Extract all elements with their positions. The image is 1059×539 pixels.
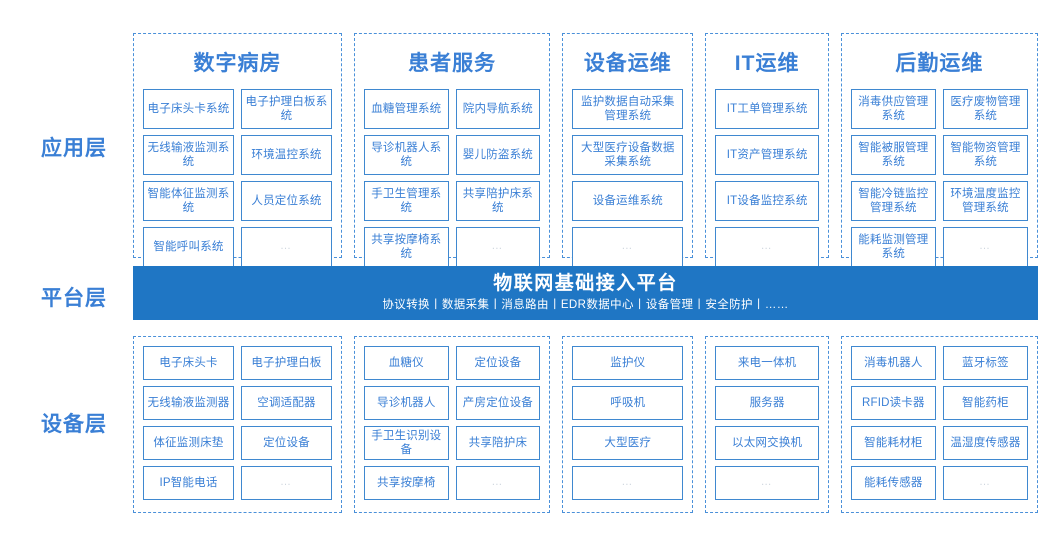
device-item[interactable]: 呼吸机 (572, 386, 684, 420)
application-item[interactable]: 智能体征监测系统 (143, 181, 234, 221)
device-item[interactable]: 共享按摩椅 (364, 466, 449, 500)
application-group-items: IT工单管理系统 IT资产管理系统 IT设备监控系统 … (715, 89, 819, 267)
layer-label-platform: 平台层 (41, 287, 107, 310)
application-item[interactable]: IT资产管理系统 (715, 135, 819, 175)
application-item-ellipsis[interactable]: … (572, 227, 684, 267)
device-item[interactable]: 定位设备 (455, 346, 541, 380)
device-item[interactable]: IP智能电话 (143, 466, 234, 500)
application-item[interactable]: 电子护理白板系统 (241, 89, 332, 129)
application-item[interactable]: 智能物资管理系统 (942, 135, 1028, 175)
application-item[interactable]: 院内导航系统 (455, 89, 541, 129)
application-item[interactable]: 共享按摩椅系统 (364, 227, 449, 267)
application-item[interactable]: 设备运维系统 (572, 181, 684, 221)
application-item[interactable]: 手卫生管理系统 (364, 181, 449, 221)
device-item[interactable]: 蓝牙标签 (942, 346, 1028, 380)
application-item[interactable]: 能耗监测管理系统 (850, 227, 936, 267)
platform-title: 物联网基础接入平台 (493, 273, 678, 295)
device-item[interactable]: 导诊机器人 (364, 386, 449, 420)
application-item-ellipsis[interactable]: … (715, 227, 819, 267)
application-group-title: IT运维 (734, 52, 800, 75)
device-group-2: 血糖仪定位设备导诊机器人产房定位设备手卫生识别设备共享陪护床共享按摩椅… (354, 336, 551, 513)
application-item[interactable]: 智能被服管理系统 (850, 135, 936, 175)
platform-subtitle: 协议转换丨数据采集丨消息路由丨EDR数据中心丨设备管理丨安全防护丨…… (382, 299, 789, 312)
device-item-ellipsis[interactable]: … (455, 466, 541, 500)
device-item[interactable]: 智能耗材柜 (850, 426, 936, 460)
application-layer: 数字病房电子床头卡系统电子护理白板系统无线输液监测系统环境温控系统智能体征监测系… (133, 33, 1038, 267)
device-item[interactable]: 温湿度传感器 (942, 426, 1028, 460)
application-group-title: 后勤运维 (895, 52, 984, 75)
device-item-ellipsis[interactable]: … (241, 466, 332, 500)
application-item[interactable]: 大型医疗设备数据采集系统 (572, 135, 684, 175)
device-item[interactable]: 消毒机器人 (850, 346, 936, 380)
device-item[interactable]: 监护仪 (572, 346, 684, 380)
device-item[interactable]: 电子护理白板 (241, 346, 332, 380)
application-item[interactable]: 监护数据自动采集管理系统 (572, 89, 684, 129)
application-item[interactable]: 消毒供应管理系统 (850, 89, 936, 129)
application-item[interactable]: 导诊机器人系统 (364, 135, 449, 175)
application-group-3: 设备运维监护数据自动采集管理系统大型医疗设备数据采集系统设备运维系统 … (562, 33, 694, 267)
application-item[interactable]: IT工单管理系统 (715, 89, 819, 129)
application-group-2: 患者服务血糖管理系统院内导航系统导诊机器人系统婴儿防盗系统手卫生管理系统共享陪护… (354, 33, 551, 267)
device-item-ellipsis[interactable]: … (715, 466, 819, 500)
application-group-title: 数字病房 (193, 52, 282, 75)
device-item[interactable]: 血糖仪 (364, 346, 449, 380)
device-item[interactable]: 电子床头卡 (143, 346, 234, 380)
device-group-4: 来电一体机服务器以太网交换机 … (705, 336, 829, 513)
application-group-items: 消毒供应管理系统医疗废物管理系统智能被服管理系统智能物资管理系统智能冷链监控管理… (850, 89, 1028, 267)
device-item[interactable]: 手卫生识别设备 (364, 426, 449, 460)
application-item[interactable]: 医疗废物管理系统 (942, 89, 1028, 129)
application-item[interactable]: 人员定位系统 (241, 181, 332, 221)
device-item[interactable]: RFID读卡器 (850, 386, 936, 420)
device-item-ellipsis[interactable]: … (572, 466, 684, 500)
device-item[interactable]: 大型医疗 (572, 426, 684, 460)
device-item[interactable]: 体征监测床垫 (143, 426, 234, 460)
application-group-1: 数字病房电子床头卡系统电子护理白板系统无线输液监测系统环境温控系统智能体征监测系… (133, 33, 342, 267)
application-item[interactable]: 环境温度监控管理系统 (942, 181, 1028, 221)
application-item[interactable]: 电子床头卡系统 (143, 89, 234, 129)
device-item[interactable]: 空调适配器 (241, 386, 332, 420)
application-group-title: 设备运维 (583, 52, 672, 75)
device-item[interactable]: 服务器 (715, 386, 819, 420)
device-group-items: 来电一体机服务器以太网交换机 … (715, 346, 819, 500)
application-group-4: IT运维 IT工单管理系统 IT资产管理系统 IT设备监控系统 … (705, 33, 829, 267)
application-item[interactable]: 婴儿防盗系统 (455, 135, 541, 175)
device-item[interactable]: 产房定位设备 (455, 386, 541, 420)
application-item-ellipsis[interactable]: … (455, 227, 541, 267)
application-item[interactable]: 智能冷链监控管理系统 (850, 181, 936, 221)
device-group-items: 血糖仪定位设备导诊机器人产房定位设备手卫生识别设备共享陪护床共享按摩椅… (364, 346, 541, 500)
application-group-items: 电子床头卡系统电子护理白板系统无线输液监测系统环境温控系统智能体征监测系统人员定… (143, 89, 332, 267)
device-item[interactable]: 来电一体机 (715, 346, 819, 380)
application-group-title: 患者服务 (408, 52, 497, 75)
application-item[interactable]: IT设备监控系统 (715, 181, 819, 221)
device-group-items: 监护仪呼吸机大型医疗 … (572, 346, 684, 500)
application-item[interactable]: 智能呼叫系统 (143, 227, 234, 267)
device-item[interactable]: 能耗传感器 (850, 466, 936, 500)
application-group-5: 后勤运维消毒供应管理系统医疗废物管理系统智能被服管理系统智能物资管理系统智能冷链… (840, 33, 1038, 267)
device-item[interactable]: 以太网交换机 (715, 426, 819, 460)
device-item[interactable]: 智能药柜 (942, 386, 1028, 420)
device-item[interactable]: 定位设备 (241, 426, 332, 460)
application-item[interactable]: 共享陪护床系统 (455, 181, 541, 221)
application-item-ellipsis[interactable]: … (241, 227, 332, 267)
layer-label-device: 设备层 (41, 413, 107, 436)
device-item[interactable]: 共享陪护床 (455, 426, 541, 460)
application-item-ellipsis[interactable]: … (942, 227, 1028, 267)
application-item[interactable]: 环境温控系统 (241, 135, 332, 175)
platform-layer-banner: 物联网基础接入平台 协议转换丨数据采集丨消息路由丨EDR数据中心丨设备管理丨安全… (133, 266, 1038, 320)
application-item[interactable]: 无线输液监测系统 (143, 135, 234, 175)
device-item[interactable]: 无线输液监测器 (143, 386, 234, 420)
device-group-3: 监护仪呼吸机大型医疗 … (562, 336, 694, 513)
application-item[interactable]: 血糖管理系统 (364, 89, 449, 129)
device-item-ellipsis[interactable]: … (942, 466, 1028, 500)
application-group-items: 监护数据自动采集管理系统大型医疗设备数据采集系统设备运维系统 … (572, 89, 684, 267)
application-group-items: 血糖管理系统院内导航系统导诊机器人系统婴儿防盗系统手卫生管理系统共享陪护床系统共… (364, 89, 541, 267)
layer-label-application: 应用层 (41, 137, 107, 160)
